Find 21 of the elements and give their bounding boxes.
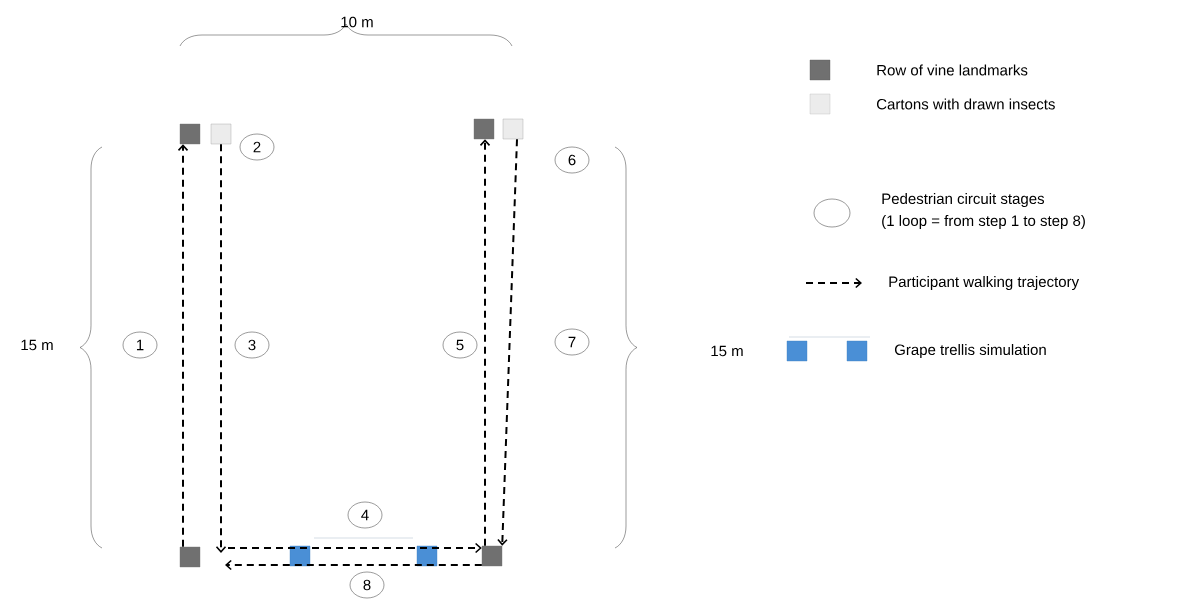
walking-arrow bbox=[225, 559, 483, 571]
dimension-label: 15 m bbox=[711, 345, 743, 357]
walking-arrow bbox=[177, 144, 189, 548]
square-marker bbox=[210, 123, 232, 145]
square-marker bbox=[473, 118, 495, 140]
walking-arrow bbox=[215, 143, 227, 553]
legend-text: Row of vine landmarks bbox=[877, 64, 1028, 76]
note-text: (1 loop = from step 1 to step 8) bbox=[882, 215, 1085, 229]
square-marker bbox=[481, 545, 503, 567]
walking-arrow bbox=[227, 542, 482, 554]
legend-text: Grape trellis simulation bbox=[894, 344, 1046, 358]
walking-arrow bbox=[479, 139, 491, 547]
walking-arrow bbox=[497, 138, 518, 546]
dimension-label: 15 m bbox=[21, 339, 53, 351]
legend-text: Cartons with drawn insects bbox=[877, 98, 1055, 110]
square-marker bbox=[502, 118, 524, 140]
square-marker bbox=[179, 546, 201, 568]
legend-text: Pedestrian circuit stages bbox=[882, 193, 1045, 207]
dimension-label: 10 m bbox=[341, 16, 373, 28]
legend-text: Participant walking trajectory bbox=[889, 276, 1080, 290]
square-marker bbox=[179, 123, 201, 145]
